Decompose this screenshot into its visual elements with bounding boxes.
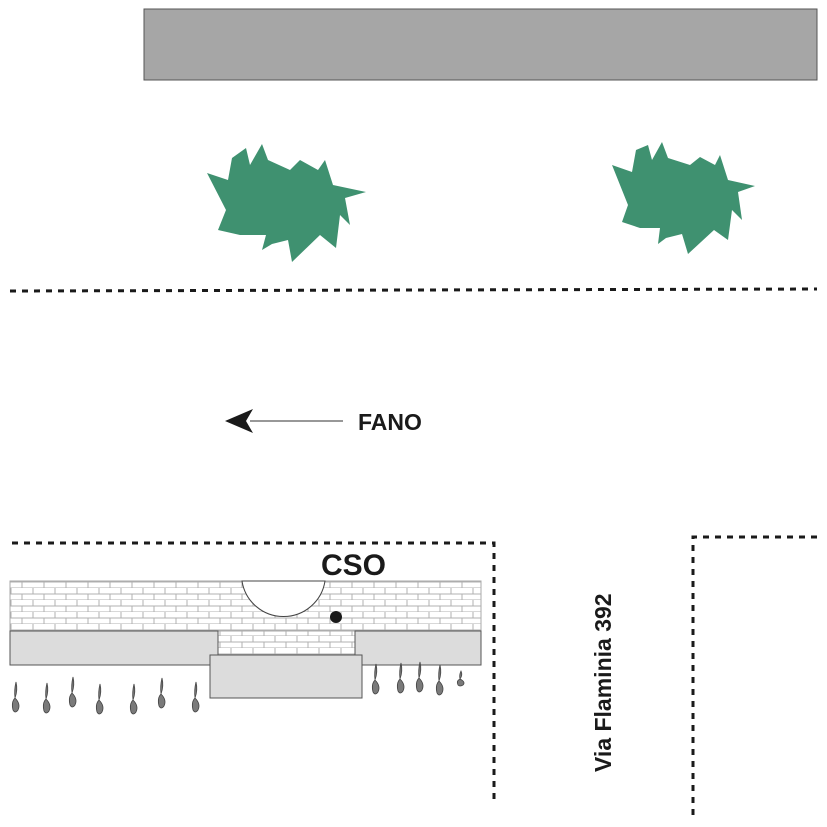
water-drop-icon (415, 661, 424, 693)
water-drop-icon (435, 664, 444, 696)
water-drop-icon (157, 677, 166, 709)
arrow-left-icon (225, 409, 343, 433)
building-block (143, 8, 818, 81)
slab-center (209, 654, 363, 699)
direction-label: FANO (358, 409, 422, 435)
brick-footing (217, 630, 356, 656)
property-boundary-right (691, 535, 817, 815)
street-label: Via Flaminia 392 (590, 593, 616, 772)
water-drop-icon (129, 683, 138, 715)
water-drop-icon (191, 681, 200, 713)
water-drop-icon (371, 663, 380, 695)
road-edge-top (9, 287, 818, 293)
water-drop-icon (456, 670, 465, 687)
water-drop-icon (42, 682, 51, 714)
water-drop-icon (11, 681, 20, 713)
sensor-dot-icon (330, 611, 342, 623)
pipe-opening (241, 580, 326, 617)
tree-icon (207, 144, 366, 262)
water-drop-icon (68, 676, 77, 708)
water-drop-icon (396, 662, 405, 694)
slab-left (9, 630, 219, 666)
tree-icon (612, 142, 755, 254)
property-boundary-left (12, 541, 496, 800)
water-drop-icon (95, 683, 104, 715)
slab-right (354, 630, 482, 666)
cso-label: CSO (321, 549, 386, 582)
